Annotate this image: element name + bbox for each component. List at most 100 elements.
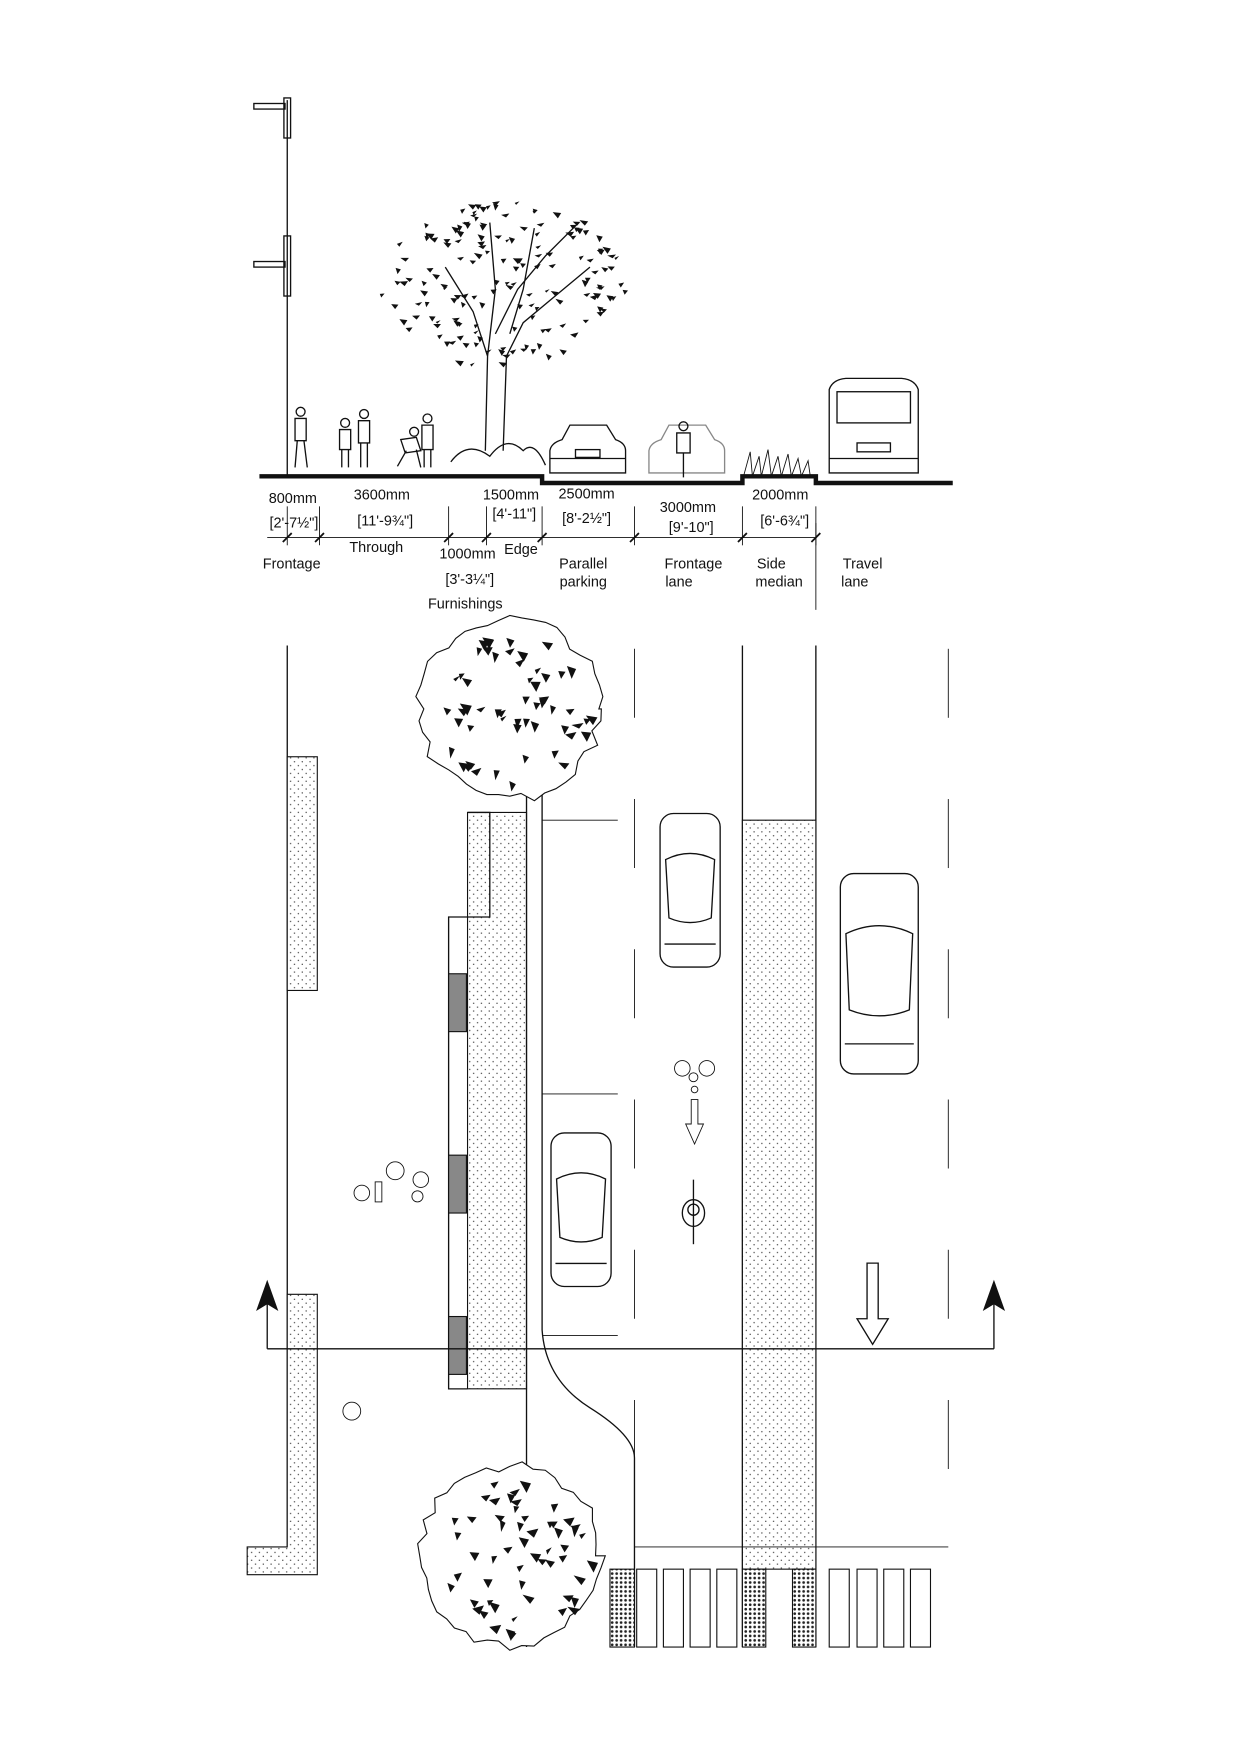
travel-lane-label-1: Travel	[843, 557, 883, 573]
tree-leaf	[511, 1616, 518, 1622]
median-shrubs	[743, 449, 811, 479]
tree-leaf	[585, 715, 598, 726]
parking-mm: 2500mm	[558, 487, 614, 503]
tree-canopy-outline	[417, 1461, 607, 1651]
tree-leaf	[558, 1555, 568, 1563]
tree-leaf	[493, 770, 500, 781]
tree-leaf	[514, 718, 522, 729]
travel-direction-arrow	[855, 1262, 890, 1346]
tree-leaf	[537, 1559, 547, 1566]
tree-leaf	[515, 659, 525, 668]
tree-leaf	[504, 648, 515, 656]
tree-plan	[417, 1461, 607, 1651]
bench	[448, 973, 467, 1033]
tree-leaf	[458, 673, 465, 680]
tree-leaf	[554, 1527, 563, 1539]
side-median-mm: 2000mm	[752, 488, 808, 504]
pedestrians-plan	[342, 1161, 430, 1421]
tree-leaf	[448, 746, 455, 759]
tree-leaf	[490, 1481, 499, 1489]
tree-leaf	[451, 1517, 459, 1526]
tree-leaf	[561, 725, 570, 735]
tree-leaf	[583, 718, 591, 725]
crosswalk	[609, 1568, 932, 1648]
tree-leaf	[517, 650, 529, 662]
dimension-tick-mark	[629, 532, 640, 543]
frontage-imperial: [2'-7½"]	[269, 516, 318, 532]
parking-imperial: [8'-2½"]	[562, 511, 611, 527]
tree-leaf	[516, 1564, 524, 1573]
tree-leaf	[453, 675, 461, 682]
tree-leaf	[472, 1605, 484, 1615]
curb-line	[541, 645, 636, 1648]
travel-lane-label-2: lane	[841, 574, 868, 590]
sedan-elevation	[549, 424, 627, 474]
tree-leaf	[534, 667, 542, 675]
tree-leaf	[506, 1630, 517, 1640]
tree-leaf	[494, 709, 502, 719]
edge-label: Edge	[504, 542, 538, 558]
section-cut-line	[256, 1279, 1006, 1350]
tree-leaf	[469, 1599, 479, 1608]
tree-leaf	[517, 1521, 524, 1532]
tree-leaf	[510, 1499, 522, 1507]
dimension-tick-mark	[282, 532, 293, 543]
tree-leaf	[523, 718, 530, 728]
tree-leaf	[469, 1552, 480, 1562]
tree-leaf	[533, 702, 541, 711]
tree-leaf	[526, 1528, 539, 1538]
edge-imperial: [4'-11"]	[492, 507, 536, 523]
cyclist-plan	[681, 1179, 706, 1245]
side-median-planting	[741, 819, 817, 1570]
tree-leaf	[461, 677, 473, 688]
bench	[448, 1315, 467, 1375]
frontage-planter	[286, 756, 318, 992]
side-median-label-2: median	[755, 574, 802, 590]
tree-leaf	[573, 1575, 586, 1586]
tree-leaf	[491, 1555, 498, 1565]
van-elevation	[828, 377, 919, 474]
crosswalk-stripe	[909, 1568, 932, 1648]
tree-leaf	[557, 1607, 568, 1617]
tree-leaf	[518, 1537, 529, 1549]
tree-leaf	[580, 731, 592, 742]
tree-leaf	[513, 723, 522, 734]
cyclist-car-elevation	[648, 421, 726, 478]
tree-leaf	[506, 637, 515, 648]
tree-leaf	[560, 1544, 570, 1553]
tree-leaf	[457, 708, 469, 717]
tree-leaf	[454, 718, 464, 728]
crosswalk-hatched-strip	[791, 1568, 817, 1648]
through-imperial: [11'-9¾"]	[357, 513, 413, 529]
tree-leaf	[476, 647, 483, 657]
tree-leaf	[480, 1494, 491, 1502]
tree-leaf	[562, 1595, 574, 1603]
tree-leaf	[513, 1505, 520, 1514]
tree-leaf	[529, 1553, 542, 1563]
tree-leaf	[558, 762, 570, 770]
crosswalk-stripe	[636, 1568, 658, 1648]
furnishings-imperial: [3'-3¼"]	[445, 572, 494, 588]
tree-leaf	[488, 1497, 501, 1506]
tree-plan	[415, 614, 604, 802]
tree-leaf	[530, 681, 541, 692]
tree-leaf	[551, 750, 559, 759]
edge-mm: 1500mm	[483, 488, 539, 504]
furnishing-zone	[466, 811, 528, 1390]
tree-leaf	[487, 1600, 494, 1606]
tree-leaf	[550, 1503, 559, 1513]
tree-leaf	[495, 709, 506, 718]
dimension-line	[267, 506, 821, 610]
tree-leaf	[566, 666, 577, 679]
tree-leaf	[509, 1488, 520, 1496]
tree-leaf	[467, 725, 475, 732]
tree-leaf	[545, 1559, 555, 1568]
furnishings-mm: 1000mm	[439, 547, 495, 563]
dimension-tick-mark	[314, 532, 325, 543]
crosswalk-stripe	[883, 1568, 905, 1648]
street-light-pole	[253, 97, 292, 477]
tree-leaf	[570, 1596, 579, 1609]
furnishings-label: Furnishings	[428, 597, 503, 613]
tree-leaf	[494, 1514, 505, 1523]
